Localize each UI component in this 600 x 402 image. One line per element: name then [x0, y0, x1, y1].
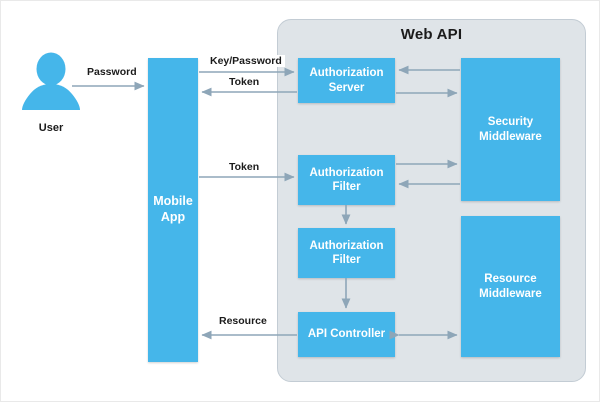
node-security-middleware-label: Security Middleware: [479, 116, 542, 143]
node-mobile-app-label: Mobile App: [153, 194, 193, 224]
node-api-controller[interactable]: API Controller: [298, 312, 395, 357]
edge-label-token-middle: Token: [226, 161, 263, 173]
node-resource-middleware-label: Resource Middleware: [479, 273, 542, 300]
user-person-icon: [22, 52, 80, 110]
node-authorization-server-label: Authorization Server: [309, 67, 384, 94]
node-resource-middleware[interactable]: Resource Middleware: [461, 216, 560, 357]
node-mobile-app[interactable]: Mobile App: [148, 58, 198, 362]
edge-label-resource: Resource: [216, 315, 270, 327]
edge-label-password: Password: [84, 66, 140, 78]
node-authorization-filter-top[interactable]: Authorization Filter: [298, 155, 395, 205]
node-authorization-filter-bottom-label: Authorization Filter: [309, 239, 384, 266]
node-authorization-server[interactable]: Authorization Server: [298, 58, 395, 103]
edge-label-token-top: Token: [226, 76, 263, 88]
web-api-title: Web API: [400, 26, 463, 43]
node-security-middleware[interactable]: Security Middleware: [461, 58, 560, 201]
node-api-controller-label: API Controller: [307, 328, 386, 341]
node-authorization-filter-top-label: Authorization Filter: [309, 166, 384, 193]
node-authorization-filter-bottom[interactable]: Authorization Filter: [298, 228, 395, 278]
user-label: User: [38, 122, 64, 134]
edge-label-key-password: Key/Password: [207, 55, 285, 67]
